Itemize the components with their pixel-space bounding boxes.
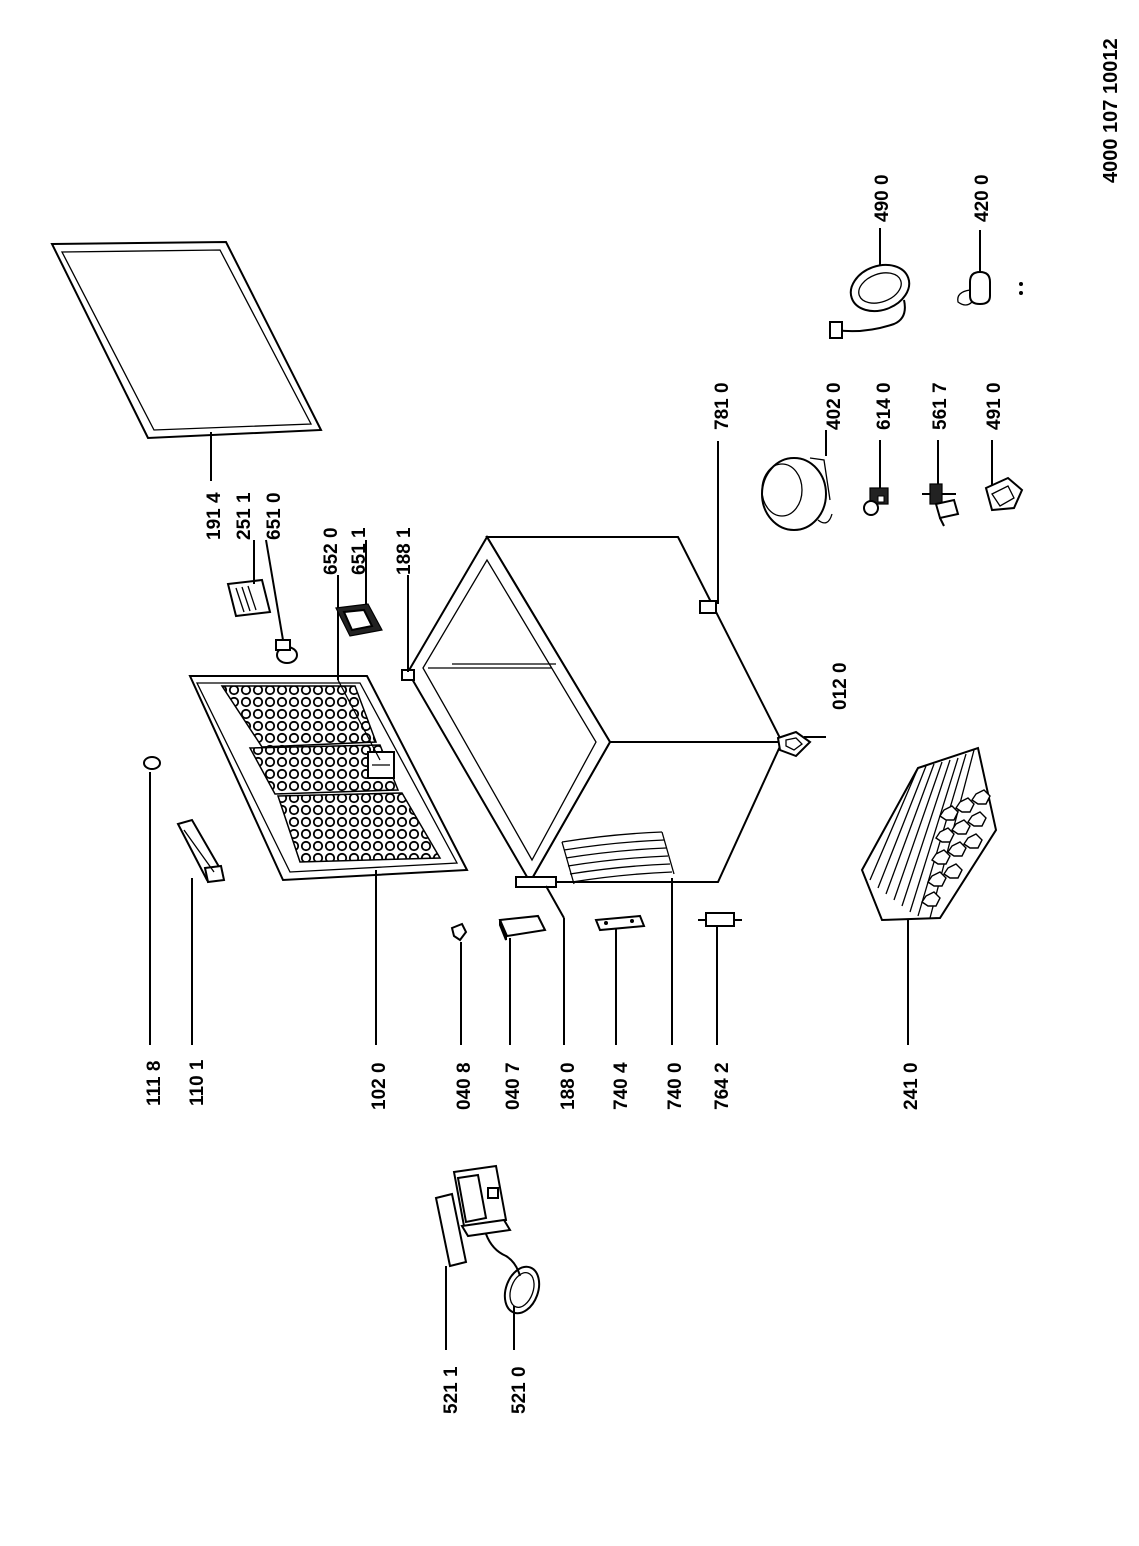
label-7642: 764 2 [712,1062,733,1110]
relay-6140-drawing [863,487,889,516]
document-number: 4000 107 10012 [1100,38,1122,183]
label-0120: 012 0 [830,662,851,710]
lid-panel-drawing [188,675,469,882]
power-cord-4900-drawing [829,228,911,339]
clip-0408-drawing [450,922,468,942]
label-1101: 110 1 [187,1059,208,1106]
label-1881: 188 1 [394,527,415,575]
part-7404-drawing [594,914,646,932]
basket-drawing [860,746,998,922]
compressor-4020-drawing [761,457,833,531]
label-6140: 614 0 [874,382,895,430]
label-6520: 652 0 [321,527,342,575]
label-4900: 490 0 [872,174,893,222]
label-1020: 102 0 [369,1062,390,1110]
label-0408: 040 8 [454,1062,475,1110]
label-0407: 040 7 [503,1062,524,1110]
overload-5617-drawing [922,483,960,527]
cover-4910-drawing [984,476,1024,512]
light-cover-2511-drawing [226,578,272,618]
lid-gasket-drawing [50,240,323,440]
handle-1101-drawing [176,818,226,884]
label-4910: 491 0 [984,382,1005,430]
leader-6520 [337,679,381,761]
label-2511: 251 1 [234,492,255,540]
thermostat-5211-drawing [434,1164,512,1268]
leader-1880-d [545,885,565,919]
cabinet-drawing [401,535,812,888]
label-1880: 188 0 [558,1062,579,1110]
switch-6511-drawing [335,603,383,637]
label-5617: 561 7 [930,382,951,430]
filter-7642-drawing [698,912,742,927]
label-4020: 402 0 [824,382,845,430]
label-7810: 781 0 [712,382,733,430]
label-7400: 740 0 [665,1062,686,1110]
label-5210: 521 0 [509,1366,530,1414]
label-7404: 740 4 [611,1062,632,1110]
bracket-0407-drawing [498,914,547,941]
label-4200: 420 0 [972,174,993,222]
label-1914: 191 4 [204,492,225,540]
label-6510: 651 0 [264,492,285,540]
label-5211: 521 1 [441,1366,462,1414]
knob-1118-drawing [143,756,161,770]
capillary-5210-drawing [485,1233,541,1315]
label-6511: 651 1 [349,527,370,575]
label-1118: 111 8 [144,1061,165,1106]
label-2410: 241 0 [901,1062,922,1110]
leader-6510 [265,539,284,641]
capacitor-4200-drawing [957,270,1023,306]
lamp-6510-drawing [275,639,298,664]
